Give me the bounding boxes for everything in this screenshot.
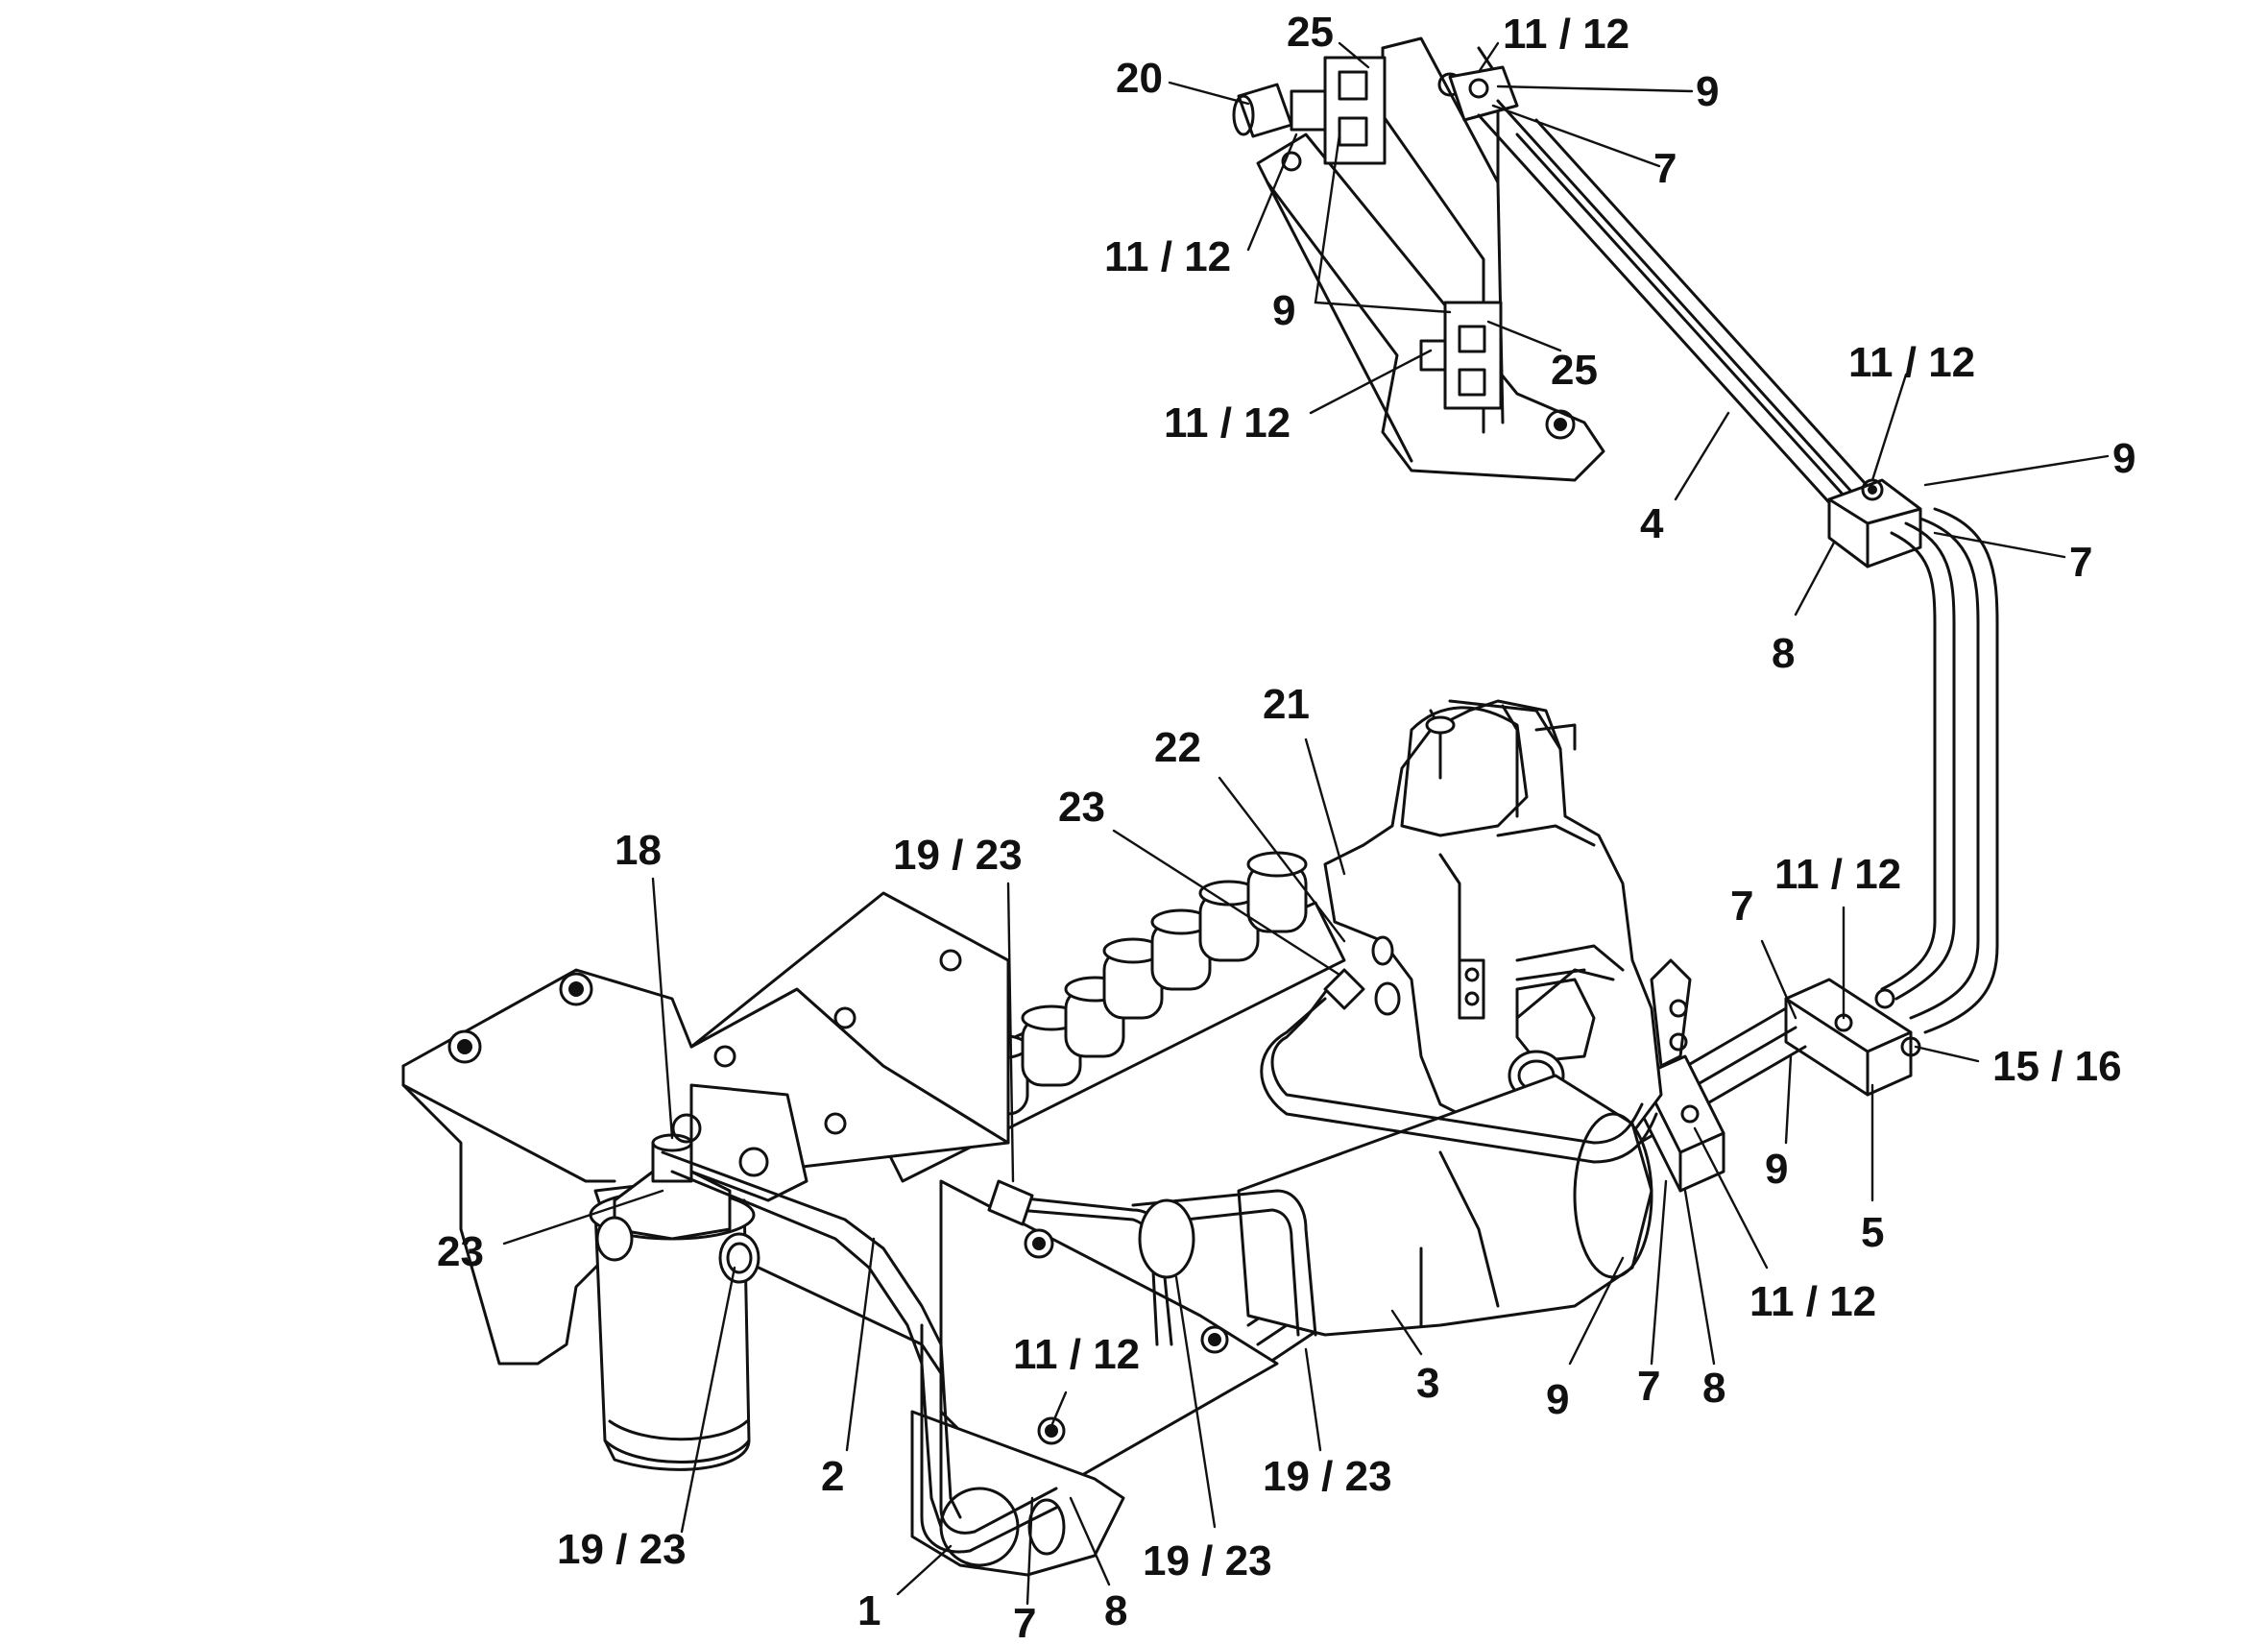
callout-labels: 25 11 / 12 20 9 7 11 / 12 9 25 11 / 12 1… [437, 9, 2135, 1645]
lower-support-plate [939, 1179, 1279, 1481]
fuel-pipe-1 [920, 1323, 1058, 1554]
callout-25-bottom: 25 [1551, 347, 1598, 394]
callout-9-lower: 9 [1546, 1376, 1569, 1423]
clamp-block-5 [1784, 978, 1921, 1097]
fuel-feed-loop [1260, 935, 1658, 1164]
callout-8-lower: 8 [1702, 1365, 1725, 1412]
callout-3: 3 [1416, 1360, 1439, 1407]
callout-7-right: 7 [2069, 539, 2092, 586]
callout-11-12-mid-right: 11 / 12 [1774, 851, 1901, 898]
central-support-plate [689, 891, 1010, 1145]
callout-9-mid-right: 9 [1765, 1146, 1788, 1193]
callout-11-12-lower-center: 11 / 12 [1013, 1331, 1140, 1378]
fuel-pipe-inner-loop [987, 1179, 1317, 1346]
callout-23-upper: 23 [1058, 784, 1105, 831]
callout-8-bottom: 8 [1104, 1587, 1127, 1634]
fuel-filter-18 [589, 1083, 808, 1471]
callout-19-23-bottom-center: 19 / 23 [1143, 1537, 1272, 1585]
callout-9-upper-mid: 9 [1272, 287, 1295, 334]
callout-25-top: 25 [1287, 9, 1334, 56]
callout-7-top: 7 [1653, 145, 1677, 192]
leader-lines [502, 41, 2110, 1606]
callout-4: 4 [1640, 500, 1664, 547]
upper-clamp-block-bottom [1419, 301, 1503, 410]
callout-1: 1 [857, 1587, 881, 1634]
callout-7-bottom: 7 [1013, 1600, 1036, 1645]
vertical-return-pipes [1880, 507, 1999, 1034]
pump-body-cylinder [1237, 1074, 1653, 1337]
callout-20: 20 [1116, 55, 1163, 102]
callout-19-23-left: 19 / 23 [557, 1526, 687, 1573]
upper-clamp-block-top [1323, 56, 1387, 165]
right-pipe-clamp-upper [1827, 478, 1922, 568]
callout-7-lower: 7 [1637, 1363, 1660, 1410]
callout-2: 2 [821, 1453, 844, 1500]
callout-11-12-left-upper: 11 / 12 [1104, 233, 1231, 280]
callout-19-23-upper: 19 / 23 [893, 832, 1023, 879]
delivery-valve-8 [1246, 851, 1308, 933]
callout-11-12-left-lower: 11 / 12 [1164, 399, 1291, 447]
callout-11-12-right-upper: 11 / 12 [1848, 339, 1975, 386]
callout-8-right: 8 [1772, 630, 1795, 677]
callout-18: 18 [615, 827, 662, 874]
callout-9-right: 9 [2112, 435, 2135, 482]
callout-19-23-bottom-right: 19 / 23 [1263, 1453, 1392, 1500]
delivery-valve-7 [1198, 880, 1260, 962]
top-rail-clamp [1448, 65, 1519, 122]
callout-11-12-lower-right: 11 / 12 [1749, 1278, 1876, 1325]
injection-pump-housing [1323, 699, 1692, 1154]
callout-9-top: 9 [1696, 68, 1719, 115]
fuel-pipe-4 [1477, 99, 1903, 540]
callout-7-mid-right: 7 [1730, 883, 1753, 930]
callout-11-12-top: 11 / 12 [1503, 11, 1629, 58]
delivery-valve-6 [1150, 908, 1212, 991]
banjo-fitting-20 [1232, 83, 1327, 138]
callout-21: 21 [1263, 681, 1310, 728]
callout-5: 5 [1861, 1209, 1884, 1256]
callout-23-left: 23 [437, 1228, 484, 1275]
callout-15-16: 15 / 16 [1992, 1043, 2122, 1090]
callout-22: 22 [1154, 724, 1201, 771]
